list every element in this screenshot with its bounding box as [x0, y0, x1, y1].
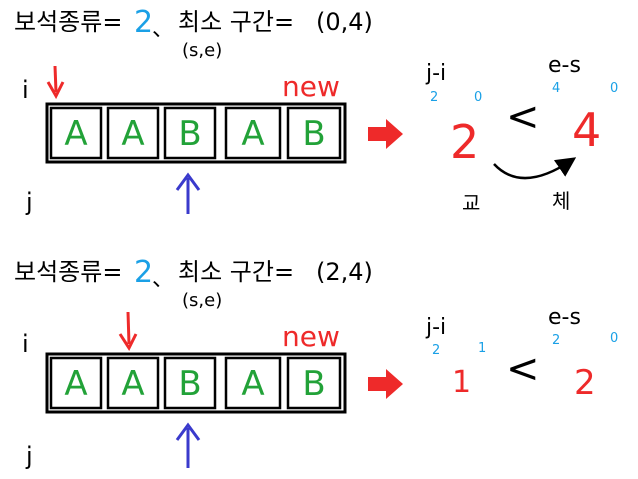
right-result: 4 — [572, 103, 601, 157]
separator: 、 — [152, 17, 174, 42]
array-boxes — [45, 352, 347, 414]
pointer-i-label: i — [22, 330, 29, 358]
array-cell-2: B — [178, 364, 201, 404]
min-range-value: (2,4) — [316, 258, 373, 286]
left-i-value: 1 — [478, 341, 486, 356]
right-expression: e-s — [548, 53, 581, 78]
pointer-j-label: j — [25, 442, 33, 470]
left-result: 1 — [452, 365, 471, 400]
gem-count-label: 보석종류= — [14, 8, 122, 36]
range-subscript: (s,e) — [182, 40, 222, 61]
left-j-value: 2 — [432, 343, 440, 358]
range-subscript: (s,e) — [182, 290, 222, 311]
right-expression: e-s — [548, 305, 581, 330]
separator: 、 — [152, 267, 174, 292]
min-range-label: 최소 구간= — [178, 258, 294, 286]
array-cell-0: A — [64, 114, 87, 154]
min-range-label: 최소 구간= — [178, 8, 294, 36]
j-arrow — [175, 172, 201, 214]
comparison-operator: < — [506, 346, 540, 392]
min-range-value: (0,4) — [316, 8, 373, 36]
j-arrow — [175, 422, 201, 468]
swap-arrow — [493, 157, 577, 180]
right-e-value: 2 — [552, 333, 560, 348]
array-cell-1: A — [121, 114, 144, 154]
result-arrow-icon — [368, 369, 403, 399]
left-expression: j-i — [425, 61, 446, 86]
right-s-value: 0 — [610, 331, 618, 346]
left-expression: j-i — [425, 315, 446, 340]
right-result: 2 — [574, 363, 596, 403]
gem-count-value: 2 — [134, 5, 153, 40]
array-cell-1: A — [121, 364, 144, 404]
gem-count-value: 2 — [134, 255, 153, 290]
array-boxes — [45, 102, 347, 164]
comparison-operator: < — [506, 94, 540, 140]
array-cell-4: B — [302, 114, 325, 154]
gem-count-label: 보석종류= — [14, 258, 122, 286]
left-j-value: 2 — [430, 90, 438, 105]
swap-label-right: 체 — [552, 189, 570, 213]
swap-label-left: 교 — [462, 191, 480, 215]
panel-2: 보석종류= 2 、 최소 구간= (2,4) (s,e) i new A A B… — [14, 255, 618, 470]
array-cell-2: B — [178, 114, 201, 154]
pointer-i-label: i — [22, 76, 29, 104]
array-cell-3: A — [241, 114, 264, 154]
left-i-value: 0 — [474, 90, 482, 105]
right-e-value: 4 — [552, 81, 560, 96]
right-s-value: 0 — [610, 81, 618, 96]
left-result: 2 — [450, 115, 479, 169]
array-cell-0: A — [64, 364, 87, 404]
new-label: new — [282, 70, 340, 103]
new-label: new — [282, 320, 340, 353]
array-cell-3: A — [241, 364, 264, 404]
panel-1: 보석종류= 2 、 최소 구간= (0,4) (s,e) i new A A B… — [14, 5, 618, 216]
array-cell-4: B — [302, 364, 325, 404]
pointer-j-label: j — [25, 188, 33, 216]
i-arrow — [118, 311, 138, 352]
i-arrow — [46, 65, 65, 100]
result-arrow-icon — [368, 119, 403, 149]
